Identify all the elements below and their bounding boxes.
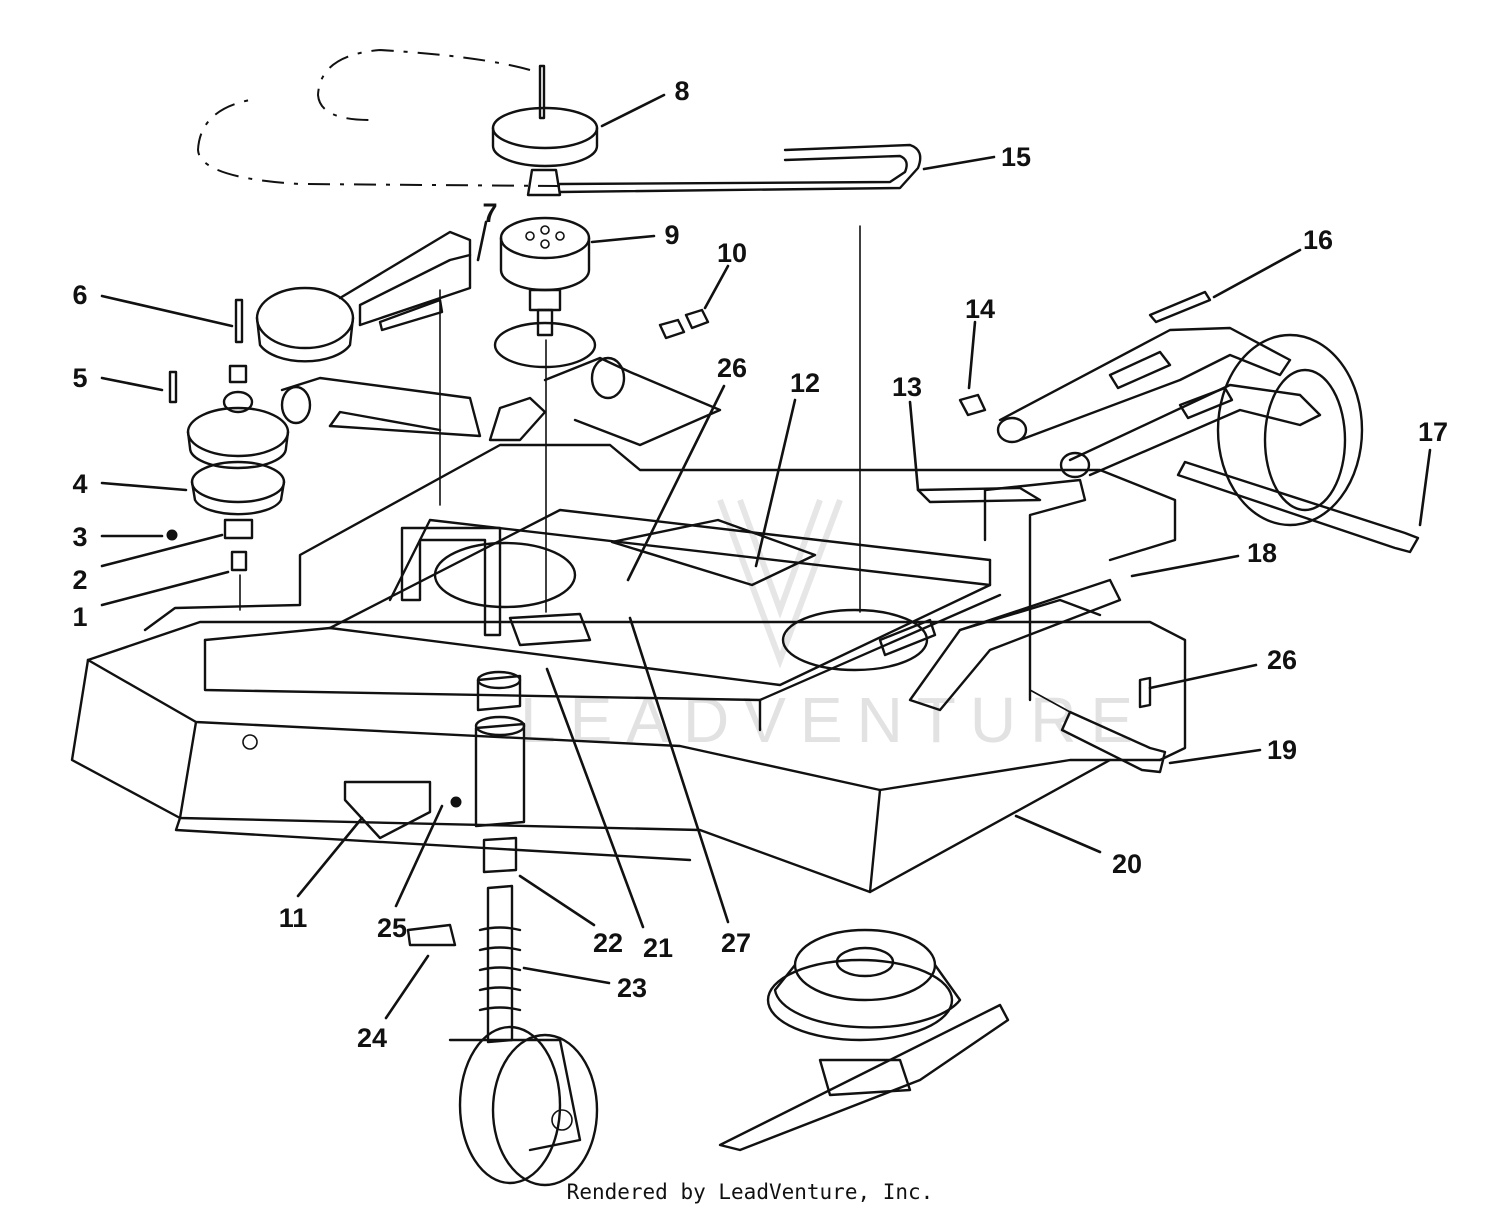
callout-number: 16 [1303, 225, 1333, 255]
leader-line [100, 376, 164, 392]
mower-deck [70, 225, 1187, 894]
callout-12: 12 [754, 368, 820, 568]
callout-number: 27 [721, 928, 751, 958]
callout-3: 3 [72, 522, 164, 552]
callout-number: 8 [674, 76, 689, 106]
callout-27: 27 [628, 616, 751, 958]
callout-number: 14 [965, 294, 995, 324]
leader-line [1014, 814, 1102, 854]
callout-9: 9 [590, 220, 680, 250]
leader-line [476, 220, 488, 262]
leader-line [1148, 663, 1258, 690]
callout-8: 8 [600, 76, 690, 128]
callout-26: 26 [626, 353, 747, 582]
leader-line [296, 816, 364, 898]
callout-19: 19 [1168, 735, 1297, 765]
watermark-text: LEADVENTURE [520, 684, 1147, 756]
callout-21: 21 [545, 667, 673, 963]
callout-6: 6 [72, 280, 234, 328]
leader-line [100, 533, 224, 568]
leader-line [1418, 448, 1432, 527]
callout-13: 13 [892, 372, 922, 492]
callout-number: 26 [717, 353, 747, 383]
callout-14: 14 [965, 294, 995, 390]
callout-number: 21 [643, 933, 673, 963]
callout-23: 23 [522, 966, 647, 1003]
callout-number: 3 [72, 522, 87, 552]
callout-number: 15 [1001, 142, 1031, 172]
leader-line [626, 384, 726, 582]
leader-line [754, 398, 797, 568]
callout-11: 11 [279, 816, 364, 933]
callout-number: 10 [717, 238, 747, 268]
blade-spindle-assembly [718, 928, 1010, 1152]
callout-18: 18 [1130, 538, 1277, 578]
callout-10: 10 [703, 238, 747, 310]
callout-number: 23 [617, 973, 647, 1003]
lift-arm-assembly [958, 290, 1420, 702]
callout-16: 16 [1212, 225, 1333, 299]
callout-number: 12 [790, 368, 820, 398]
callout-24: 24 [357, 954, 430, 1053]
callout-22: 22 [518, 874, 623, 958]
callout-number: 2 [72, 565, 87, 595]
callout-7: 7 [476, 198, 498, 262]
idler-pulley-stack [491, 64, 599, 369]
leader-line [703, 264, 730, 310]
leader-line [100, 294, 234, 328]
caster-wheel-assembly [406, 670, 599, 1187]
callout-number: 1 [72, 602, 87, 632]
leader-line [100, 570, 230, 607]
callout-20: 20 [1014, 814, 1142, 879]
callout-5: 5 [72, 363, 164, 393]
leader-line [967, 320, 977, 390]
leader-line [600, 93, 666, 128]
leader-line [518, 874, 596, 927]
mounting-bolt [1029, 689, 1167, 774]
idler-arm [255, 230, 722, 447]
leader-line [590, 234, 656, 244]
callout-2: 2 [72, 533, 224, 595]
callout-number: 22 [593, 928, 623, 958]
leader-line [1168, 748, 1262, 765]
leader-line [628, 616, 730, 924]
leader-line [545, 667, 645, 929]
leader-line [922, 155, 996, 171]
leader-line [100, 481, 188, 492]
leader-line [384, 954, 430, 1020]
callout-number: 20 [1112, 849, 1142, 879]
callout-number: 25 [377, 913, 407, 943]
callout-number: 13 [892, 372, 922, 402]
left-pulley-stack [166, 298, 290, 611]
callout-number: 17 [1418, 417, 1448, 447]
leader-line [1130, 554, 1240, 578]
callout-number: 9 [664, 220, 679, 250]
callout-1: 1 [72, 570, 230, 632]
callout-number: 11 [279, 903, 308, 933]
callout-15: 15 [922, 142, 1031, 172]
callout-number: 4 [72, 469, 87, 499]
callout-number: 19 [1267, 735, 1297, 765]
callout-number: 6 [72, 280, 87, 310]
leader-line [908, 400, 920, 492]
leader-line [522, 966, 611, 985]
callout-26: 26 [1148, 645, 1297, 690]
callout-number: 5 [72, 363, 87, 393]
leader-line [394, 804, 444, 908]
leader-line [1212, 248, 1302, 299]
callout-number: 7 [482, 198, 497, 228]
callout-4: 4 [72, 469, 188, 499]
callout-25: 25 [377, 804, 444, 943]
drive-belt [196, 48, 922, 194]
credit-text: Rendered by LeadVenture, Inc. [567, 1180, 934, 1204]
callout-number: 26 [1267, 645, 1297, 675]
callout-number: 18 [1247, 538, 1277, 568]
callout-number: 24 [357, 1023, 387, 1053]
callout-17: 17 [1418, 417, 1448, 527]
watermark: LEADVENTURE [520, 498, 1147, 756]
